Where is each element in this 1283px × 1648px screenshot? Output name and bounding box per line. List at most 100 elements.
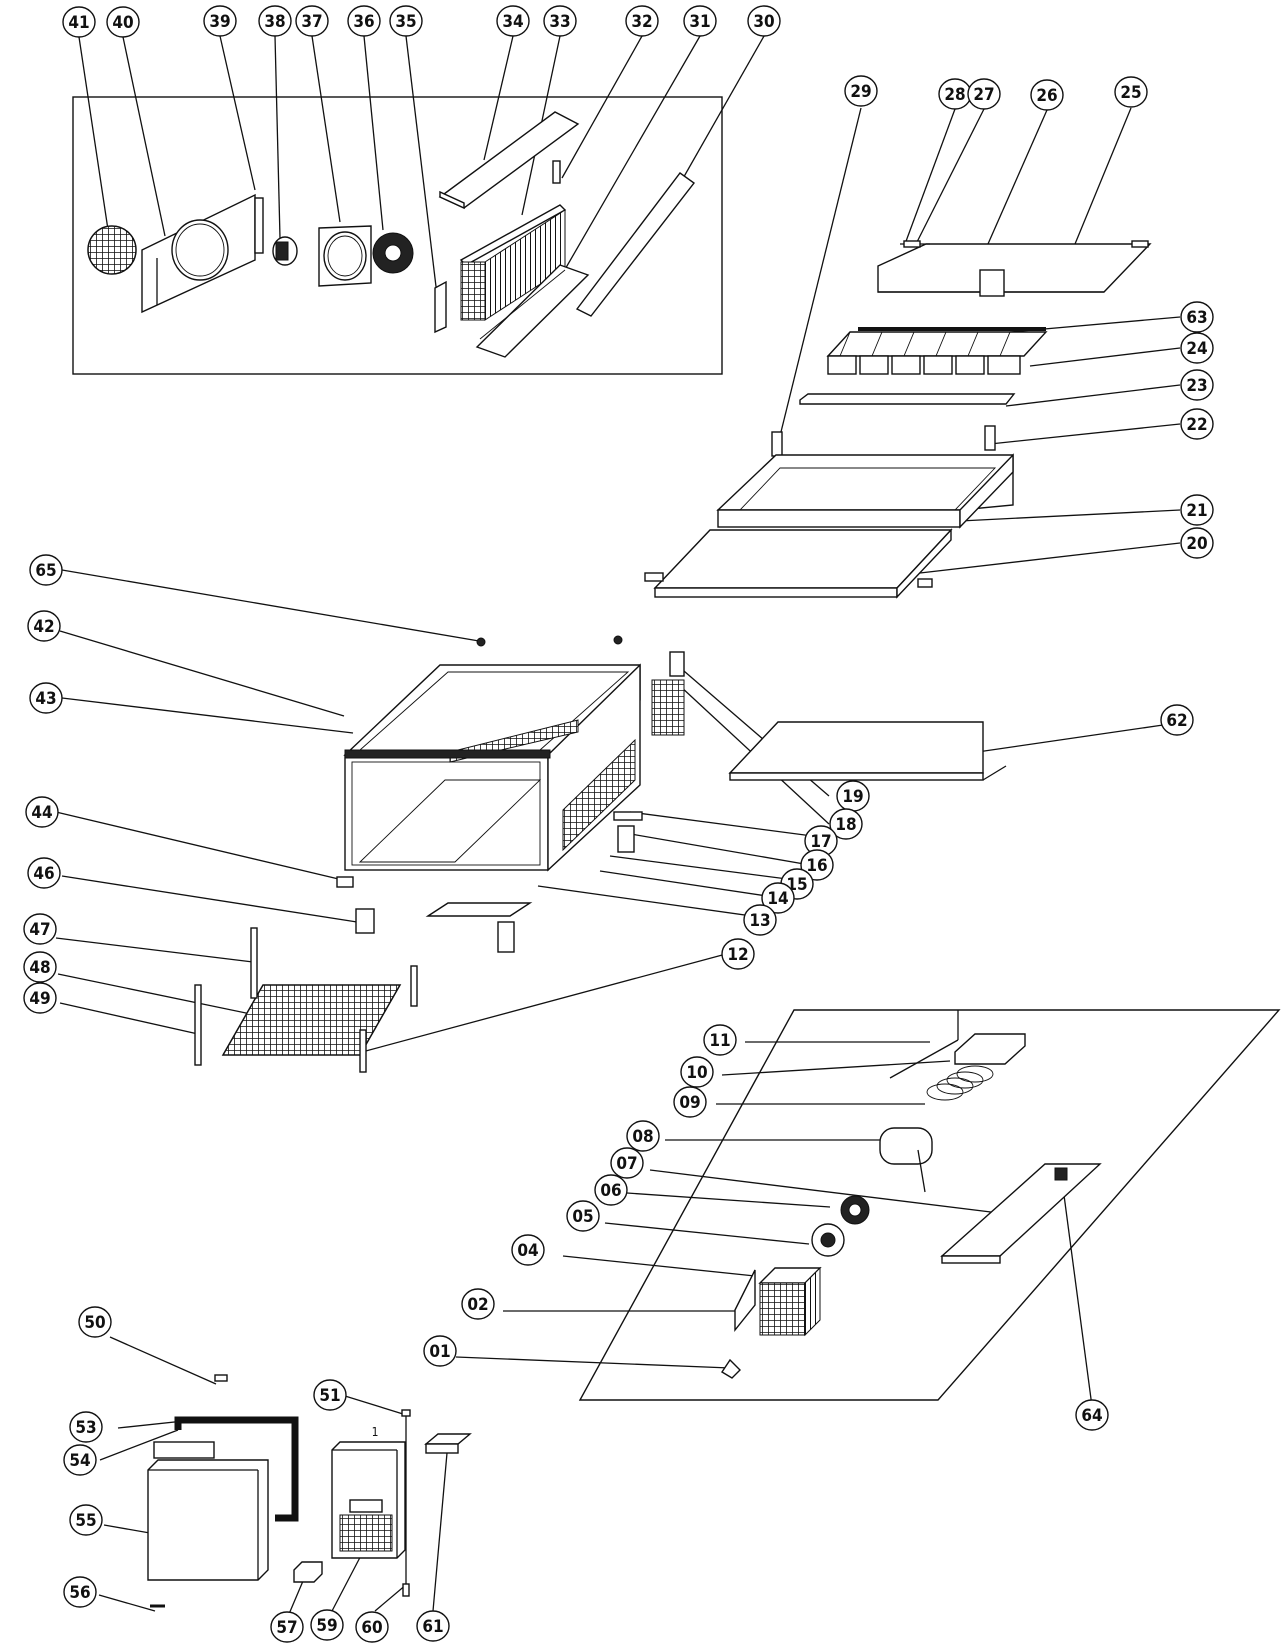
callout-label: 13: [749, 911, 770, 931]
callout-label: 29: [850, 82, 871, 102]
callout-circle: [1180, 301, 1214, 333]
callout-30: 30: [747, 5, 781, 37]
callout-circle: [673, 1086, 707, 1118]
callout-circle: [747, 5, 781, 37]
component-64: [1054, 1167, 1068, 1181]
callout-label: 28: [944, 85, 965, 105]
callout-circle: [389, 5, 423, 37]
callout-circle: [270, 1611, 304, 1643]
callout-circle: [1180, 369, 1214, 401]
callout-label: 37: [301, 12, 322, 32]
compressor-08: [879, 1127, 933, 1193]
top-channel-34: [438, 111, 580, 209]
callout-26: 26: [1030, 79, 1064, 111]
callout-49: 49: [23, 982, 57, 1014]
drain-unit-19: [669, 651, 685, 677]
callout-43: 43: [29, 682, 63, 714]
side-plate-35: [434, 280, 447, 334]
callout-label: 54: [69, 1451, 90, 1471]
callout-label: 57: [276, 1618, 297, 1638]
callout-18: 18: [829, 808, 863, 840]
callout-label: 56: [69, 1583, 90, 1603]
callout-circle: [355, 1611, 389, 1643]
callout-circle: [743, 904, 777, 936]
callout-circle: [703, 1024, 737, 1056]
callout-04: 04: [511, 1234, 545, 1266]
door-label-text: 1: [372, 1425, 379, 1439]
callout-29: 29: [844, 75, 878, 107]
callout-circle: [23, 982, 57, 1014]
callout-60: 60: [355, 1611, 389, 1643]
callout-label: 53: [75, 1418, 96, 1438]
callout-circle: [566, 1200, 600, 1232]
callout-label: 47: [29, 920, 50, 940]
support-rail: [410, 965, 418, 1007]
callout-circle: [69, 1504, 103, 1536]
callout-label: 49: [29, 989, 50, 1009]
callout-circle: [680, 1056, 714, 1088]
fan-motor-38: [272, 236, 298, 266]
callout-51: 51: [313, 1379, 347, 1411]
callout-24: 24: [1180, 332, 1214, 364]
callout-14: 14: [761, 882, 795, 914]
callout-circle: [1114, 76, 1148, 108]
callout-circle: [63, 1576, 97, 1608]
top-frame-21: [716, 453, 1014, 529]
callout-circle: [258, 5, 292, 37]
callout-label: 16: [806, 856, 827, 876]
callout-circle: [63, 1444, 97, 1476]
callout-27: 27: [967, 78, 1001, 110]
callout-25: 25: [1114, 76, 1148, 108]
callout-circle: [610, 1147, 644, 1179]
callout-circle: [829, 808, 863, 840]
callout-62: 62: [1160, 704, 1194, 736]
callout-21: 21: [1180, 494, 1214, 526]
support-47: [250, 927, 258, 999]
caster-16: [617, 825, 635, 853]
callout-label: 30: [753, 12, 774, 32]
callout-12: 12: [721, 938, 755, 970]
callout-label: 42: [33, 617, 54, 637]
callout-35: 35: [389, 5, 423, 37]
hinge-60: [402, 1583, 410, 1597]
callout-label: 11: [709, 1031, 730, 1051]
callout-08: 08: [626, 1120, 660, 1152]
callout-circle: [416, 1610, 450, 1642]
callout-label: 24: [1186, 339, 1207, 359]
callout-63: 63: [1180, 301, 1214, 333]
vent-18: [651, 679, 685, 736]
hinge-51: [401, 1409, 411, 1417]
fan-motor-05: [811, 1223, 845, 1257]
callout-22: 22: [1180, 408, 1214, 440]
callout-circle: [203, 5, 237, 37]
callout-57: 57: [270, 1611, 304, 1643]
callout-65: 65: [29, 554, 63, 586]
callout-circle: [69, 1411, 103, 1443]
callout-label: 33: [549, 12, 570, 32]
callout-48: 48: [23, 951, 57, 983]
casters: [336, 811, 643, 953]
callout-circle: [27, 857, 61, 889]
callout-label: 39: [209, 12, 230, 32]
callout-31: 31: [683, 5, 717, 37]
callout-circle: [29, 682, 63, 714]
callout-label: 10: [686, 1063, 707, 1083]
callout-circle: [800, 849, 834, 881]
cabinet-body-42: [343, 635, 685, 872]
callout-label: 64: [1081, 1406, 1102, 1426]
shelf-62: [728, 721, 1007, 781]
callout-circle: [23, 951, 57, 983]
callout-44: 44: [25, 796, 59, 828]
callout-circle: [25, 796, 59, 828]
callout-label: 36: [353, 12, 374, 32]
callout-19: 19: [836, 780, 870, 812]
callout-circle: [594, 1174, 628, 1206]
callout-circle: [313, 1379, 347, 1411]
callout-07: 07: [610, 1147, 644, 1179]
callout-label: 20: [1186, 534, 1207, 554]
bracket-44: [336, 876, 354, 888]
callout-11: 11: [703, 1024, 737, 1056]
callout-05: 05: [566, 1200, 600, 1232]
lower-panel-20: [644, 528, 953, 599]
callout-label: 60: [361, 1618, 382, 1638]
